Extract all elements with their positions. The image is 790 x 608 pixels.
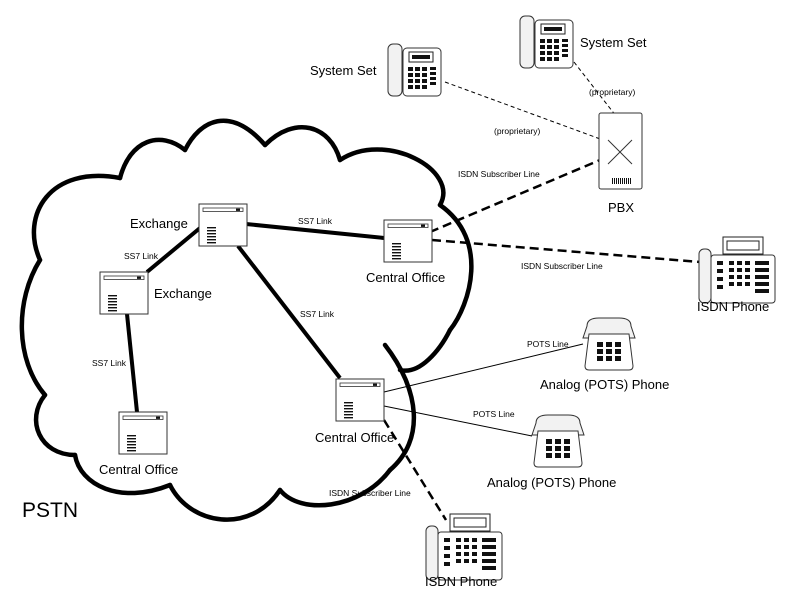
isdn-phone-right-icon [698, 236, 776, 304]
isdn-phone-right-line-label: ISDN Subscriber Line [521, 261, 603, 271]
isdn-line-phone-bottom [382, 419, 448, 521]
ss7-link-top [245, 222, 385, 240]
ss7-link-upper-left [145, 226, 202, 274]
central-office-middle-icon [335, 378, 385, 422]
analog-phone-top-icon [582, 317, 636, 371]
system-set-right-label: System Set [580, 35, 647, 50]
ss7-link-left [125, 313, 139, 413]
pots-bottom-label: POTS Line [473, 409, 515, 419]
system-set-right-icon [519, 15, 574, 69]
central-office-left-label: Central Office [99, 462, 178, 477]
ss7-upper-left-label: SS7 Link [124, 251, 159, 261]
central-office-middle-label: Central Office [315, 430, 394, 445]
isdn-pbx-label: ISDN Subscriber Line [458, 169, 540, 179]
isdn-phone-bottom-line-label: ISDN Subscriber Line [329, 488, 411, 498]
isdn-line-pbx [429, 158, 601, 234]
pstn-cloud [19, 118, 474, 522]
proprietary-left-label: (proprietary) [494, 126, 540, 136]
isdn-phone-right-label: ISDN Phone [697, 299, 769, 314]
exchange-left-icon [99, 271, 149, 315]
system-set-left-label: System Set [310, 63, 377, 78]
ss7-diagonal-label: SS7 Link [300, 309, 335, 319]
pstn-label: PSTN [22, 499, 78, 522]
ss7-link-diagonal [236, 244, 342, 380]
central-office-right-icon [383, 219, 433, 263]
analog-phone-bottom-label: Analog (POTS) Phone [487, 475, 616, 490]
analog-phone-bottom-icon [531, 414, 585, 468]
central-office-left-icon [118, 411, 168, 455]
proprietary-right-label: (proprietary) [589, 87, 635, 97]
pots-line-bottom [383, 405, 533, 437]
exchange-top-icon [198, 203, 248, 247]
system-set-left-icon [387, 43, 442, 97]
ss7-left-label: SS7 Link [92, 358, 127, 368]
proprietary-line-right [573, 61, 617, 117]
analog-phone-top-label: Analog (POTS) Phone [540, 377, 669, 392]
isdn-phone-bottom-icon [425, 513, 503, 581]
central-office-right-label: Central Office [366, 270, 445, 285]
pots-top-label: POTS Line [527, 339, 569, 349]
isdn-phone-bottom-label: ISDN Phone [425, 574, 497, 589]
exchange-top-label: Exchange [130, 216, 188, 231]
pbx-label: PBX [608, 200, 634, 215]
exchange-left-label: Exchange [154, 286, 212, 301]
proprietary-line-left [444, 81, 604, 141]
ss7-top-label: SS7 Link [298, 216, 333, 226]
pbx-icon [598, 112, 643, 190]
pots-line-top [383, 343, 584, 393]
isdn-line-phone-right [431, 238, 701, 264]
